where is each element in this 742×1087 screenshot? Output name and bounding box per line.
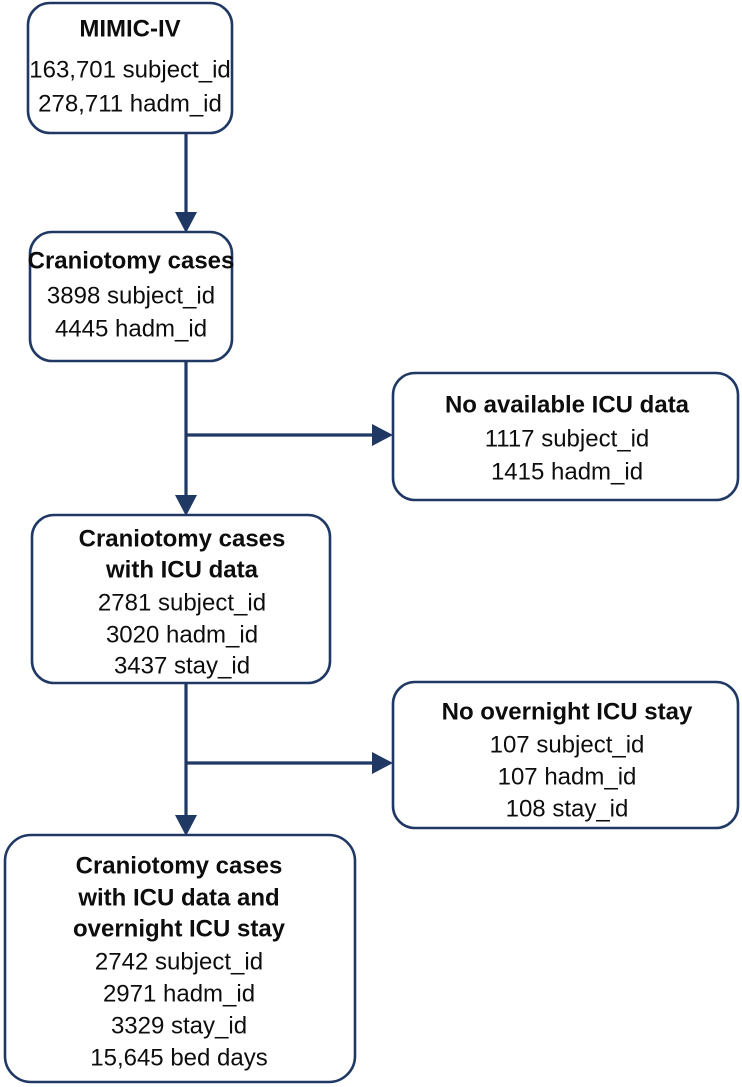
node-box xyxy=(391,680,740,830)
node-stat: 1117 subject_id xyxy=(485,425,650,452)
node-stat: 163,701 subject_id xyxy=(29,56,231,83)
edge-icu-data-to-final xyxy=(175,683,197,836)
node-no-available-icu-data: No available ICU data 1117 subject_id 14… xyxy=(391,371,740,502)
node-stat: 1415 hadm_id xyxy=(491,458,643,485)
node-box xyxy=(26,1,234,135)
edge-exclude-no-icu-data xyxy=(186,424,393,446)
node-stat: 2971 hadm_id xyxy=(103,980,255,1007)
node-title: No available ICU data xyxy=(445,391,690,418)
node-mimic-iv: MIMIC-IV 163,701 subject_id 278,711 hadm… xyxy=(26,1,234,135)
arrow-head-icon xyxy=(372,752,393,774)
node-stat: 2781 subject_id xyxy=(98,589,266,616)
node-title-line: Craniotomy cases xyxy=(76,852,283,879)
node-title-line: with ICU data and xyxy=(77,884,279,911)
node-stat: 3329 stay_id xyxy=(111,1012,247,1039)
node-title: MIMIC-IV xyxy=(79,15,180,42)
node-title: Craniotomy cases xyxy=(28,247,235,274)
node-title-line: Craniotomy cases xyxy=(79,525,286,552)
arrow-head-icon xyxy=(175,212,197,233)
arrow-head-icon xyxy=(175,495,197,516)
node-no-overnight-icu-stay: No overnight ICU stay 107 subject_id 107… xyxy=(391,680,740,830)
node-title-line: with ICU data xyxy=(105,556,259,583)
node-craniotomy-cases: Craniotomy cases 3898 subject_id 4445 ha… xyxy=(28,230,235,363)
node-box xyxy=(30,513,332,685)
edge-exclude-no-overnight xyxy=(186,752,393,774)
node-stat: 108 stay_id xyxy=(506,795,629,822)
arrow-head-icon xyxy=(175,815,197,836)
node-box xyxy=(3,833,357,1084)
arrow-head-icon xyxy=(372,424,393,446)
node-title-line: overnight ICU stay xyxy=(73,915,286,942)
node-stat: 278,711 hadm_id xyxy=(38,90,222,117)
node-stat: 4445 hadm_id xyxy=(55,315,207,342)
node-box xyxy=(391,371,740,502)
connector-layer xyxy=(175,133,393,836)
node-title: No overnight ICU stay xyxy=(442,698,693,725)
node-stat: 107 subject_id xyxy=(490,731,645,758)
edge-craniotomy-to-icu-data xyxy=(175,361,197,516)
node-final-cohort: Craniotomy cases with ICU data and overn… xyxy=(3,833,357,1084)
node-stat: 3898 subject_id xyxy=(47,282,215,309)
node-stat: 15,645 bed days xyxy=(90,1044,267,1071)
node-stat: 3020 hadm_id xyxy=(106,621,258,648)
node-craniotomy-with-icu-data: Craniotomy cases with ICU data 2781 subj… xyxy=(30,513,332,685)
edge-mimic-to-craniotomy xyxy=(175,133,197,233)
node-stat: 2742 subject_id xyxy=(95,948,263,975)
node-box xyxy=(28,230,234,363)
node-stat: 3437 stay_id xyxy=(114,652,250,679)
node-stat: 107 hadm_id xyxy=(498,763,637,790)
